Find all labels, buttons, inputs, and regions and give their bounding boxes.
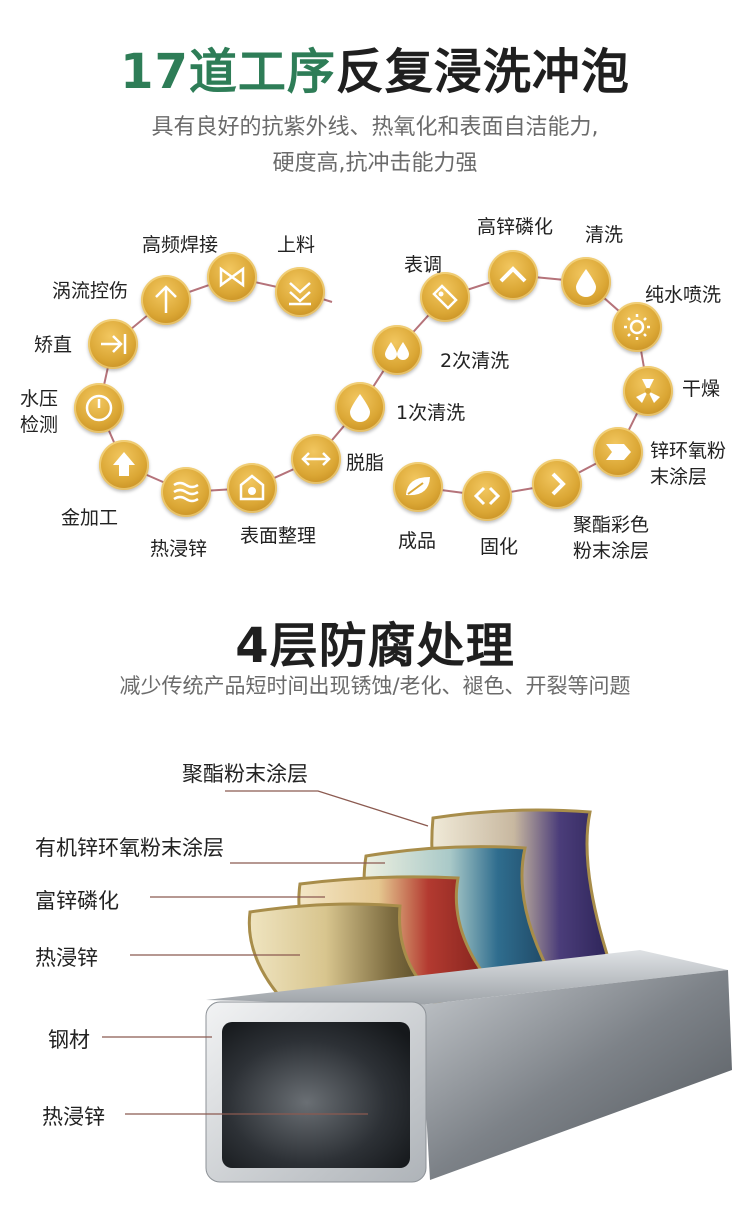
step-label-finished: 成品 <box>398 530 437 552</box>
step-label-wash1: 1次清洗 <box>396 402 466 424</box>
step-pressure-icon <box>74 383 124 433</box>
step-curing-icon <box>462 471 512 521</box>
subtitle-line-2: 硬度高,抗冲击能力强 <box>272 151 478 176</box>
step-purewater-icon <box>612 302 662 352</box>
layer-label-epoxy-zinc: 有机锌环氧粉末涂层 <box>35 836 224 860</box>
step-polyester-icon <box>532 459 582 509</box>
layer-label-galvanize-inner: 热浸锌 <box>42 1105 105 1129</box>
step-degrease-icon <box>291 434 341 484</box>
step-label-shangliao: 上料 <box>277 234 316 256</box>
step-label-degrease: 脱脂 <box>346 452 385 474</box>
step-label-machining: 金加工 <box>61 507 119 529</box>
step-machining-icon <box>99 440 149 490</box>
step-label-surface: 表面整理 <box>240 525 317 547</box>
process-title: 17道工序反复浸洗冲泡 <box>0 32 750 102</box>
title-highlight: 17道工序 <box>120 44 336 100</box>
step-label-galvanize: 热浸锌 <box>150 538 208 560</box>
step-wash2-icon <box>372 325 422 375</box>
layer-label-steel: 钢材 <box>48 1028 90 1052</box>
step-epoxy-icon <box>593 427 643 477</box>
step-shangliao-icon <box>275 267 325 317</box>
step-label-epoxy: 锌环氧粉末涂层 <box>650 440 727 488</box>
step-galvanize-icon <box>161 467 211 517</box>
step-label-straighten: 矫直 <box>34 334 73 356</box>
step-label-curing: 固化 <box>480 536 519 558</box>
anticorrosion-title: 4层防腐处理 <box>235 618 515 674</box>
step-label-wash2: 2次清洗 <box>440 350 510 372</box>
process-flow: 上料 高频焊接 涡流控伤 矫直 水压检测 金加工 热浸锌 表面整理 脱脂 1次清… <box>0 0 750 600</box>
step-label-phosphating: 高锌磷化 <box>477 216 554 238</box>
layer-label-polyester: 聚酯粉末涂层 <box>182 762 308 786</box>
step-label-dry: 干燥 <box>682 378 721 400</box>
step-label-purewater: 纯水喷洗 <box>645 284 722 306</box>
step-label-pressure: 水压检测 <box>20 388 59 436</box>
title-main: 反复浸洗冲泡 <box>335 44 630 100</box>
step-label-rinse: 清洗 <box>585 224 624 246</box>
step-label-welding: 高频焊接 <box>142 234 219 256</box>
step-dry-icon <box>623 366 673 416</box>
step-eddy-icon <box>141 275 191 325</box>
step-label-eddy: 涡流控伤 <box>52 280 129 302</box>
step-wash1-icon <box>335 382 385 432</box>
anticorrosion-subtitle: 减少传统产品短时间出现锈蚀/老化、褪色、开裂等问题 <box>119 674 631 698</box>
step-label-conditioning: 表调 <box>404 254 443 276</box>
step-finished-icon <box>393 462 443 512</box>
step-phosphating-icon <box>488 250 538 300</box>
step-conditioning-icon <box>420 272 470 322</box>
layer-label-galvanize-outer: 热浸锌 <box>35 946 98 970</box>
step-welding-icon <box>207 252 257 302</box>
step-rinse-icon <box>561 257 611 307</box>
subtitle-line-1: 具有良好的抗紫外线、热氧化和表面自洁能力, <box>151 115 599 140</box>
step-label-polyester: 聚酯彩色粉末涂层 <box>573 514 650 562</box>
step-straighten-icon <box>88 319 138 369</box>
process-subtitle: 具有良好的抗紫外线、热氧化和表面自洁能力, 硬度高,抗冲击能力强 <box>0 110 750 182</box>
step-surface-icon <box>227 463 277 513</box>
layer-label-phosphating: 富锌磷化 <box>35 889 119 913</box>
